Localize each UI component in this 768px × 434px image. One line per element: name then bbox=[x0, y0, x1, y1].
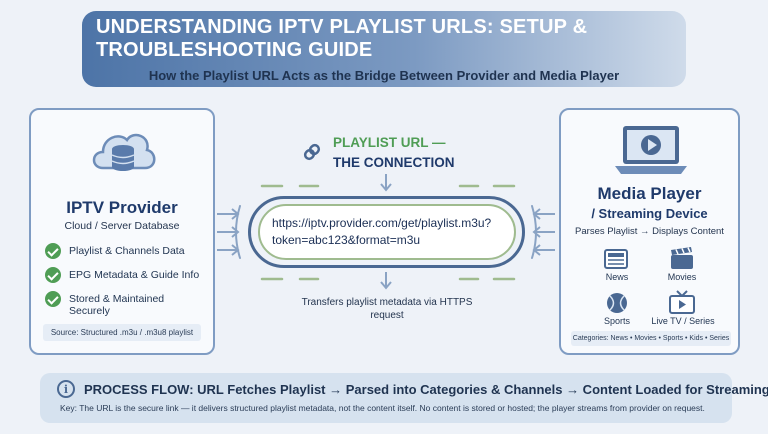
category-label: Live TV / Series bbox=[651, 316, 715, 326]
provider-source: Source: Structured .m3u / .m3u8 playlist bbox=[43, 324, 201, 341]
sports-ball-icon bbox=[607, 293, 627, 313]
category-label: News bbox=[605, 272, 629, 282]
process-flow-box bbox=[40, 373, 732, 423]
player-title: Media Player bbox=[597, 184, 702, 203]
page-title: UNDERSTANDING IPTV PLAYLIST URLS: SETUP … bbox=[96, 16, 588, 61]
player-description: Parses Playlist → Displays Content bbox=[575, 226, 724, 237]
cloud-database-icon bbox=[92, 133, 156, 171]
link-icon bbox=[303, 143, 321, 161]
check-icon bbox=[45, 243, 61, 259]
page-subtitle: How the Playlist URL Acts as the Bridge … bbox=[148, 68, 620, 83]
arrow-icon bbox=[217, 208, 240, 220]
info-icon: i bbox=[57, 380, 75, 398]
arrow-icon bbox=[217, 244, 240, 256]
arrow-icon bbox=[532, 244, 555, 256]
arrow-icon bbox=[532, 226, 555, 238]
provider-item: EPG Metadata & Guide Info bbox=[69, 269, 200, 281]
process-flow-text: PROCESS FLOW: URL Fetches Playlist → Par… bbox=[84, 382, 768, 397]
url-line-2: token=abc123&format=m3u bbox=[272, 233, 421, 247]
process-key-text: Key: The URL is the secure link — it del… bbox=[60, 403, 705, 413]
check-icon bbox=[45, 291, 61, 307]
provider-item: Stored & Maintained Securely bbox=[69, 293, 165, 317]
check-icon bbox=[45, 267, 61, 283]
news-icon bbox=[604, 249, 628, 269]
player-subtitle: / Streaming Device bbox=[591, 206, 708, 221]
arrow-icon bbox=[532, 208, 555, 220]
clapperboard-icon bbox=[671, 247, 693, 269]
provider-item: Playlist & Channels Data bbox=[69, 245, 185, 257]
connection-heading: THE CONNECTION bbox=[333, 155, 455, 170]
categories-note: Categories: News • Movies • Sports • Kid… bbox=[571, 331, 731, 346]
provider-panel: IPTV Provider Cloud / Server Database Pl… bbox=[29, 108, 215, 355]
header-banner bbox=[82, 11, 686, 87]
playlist-url: https://iptv.provider.com/get/playlist.m… bbox=[272, 215, 522, 249]
playlist-url-heading: PLAYLIST URL — bbox=[333, 135, 446, 150]
provider-subtitle: Cloud / Server Database bbox=[64, 220, 180, 232]
tv-icon bbox=[669, 290, 695, 314]
category-label: Sports bbox=[603, 316, 630, 326]
player-panel: Media Player / Streaming Device Parses P… bbox=[559, 108, 740, 355]
url-inner bbox=[258, 204, 516, 260]
arrow-icon bbox=[380, 272, 392, 290]
laptop-play-icon bbox=[615, 126, 687, 174]
provider-title: IPTV Provider bbox=[66, 198, 178, 217]
arrow-icon bbox=[380, 174, 392, 192]
category-label: Movies bbox=[667, 272, 697, 282]
url-line-1: https://iptv.provider.com/get/playlist.m… bbox=[272, 216, 492, 230]
arrow-icon bbox=[217, 226, 240, 238]
transfer-note: Transfers playlist metadata via HTTPS re… bbox=[301, 297, 473, 321]
